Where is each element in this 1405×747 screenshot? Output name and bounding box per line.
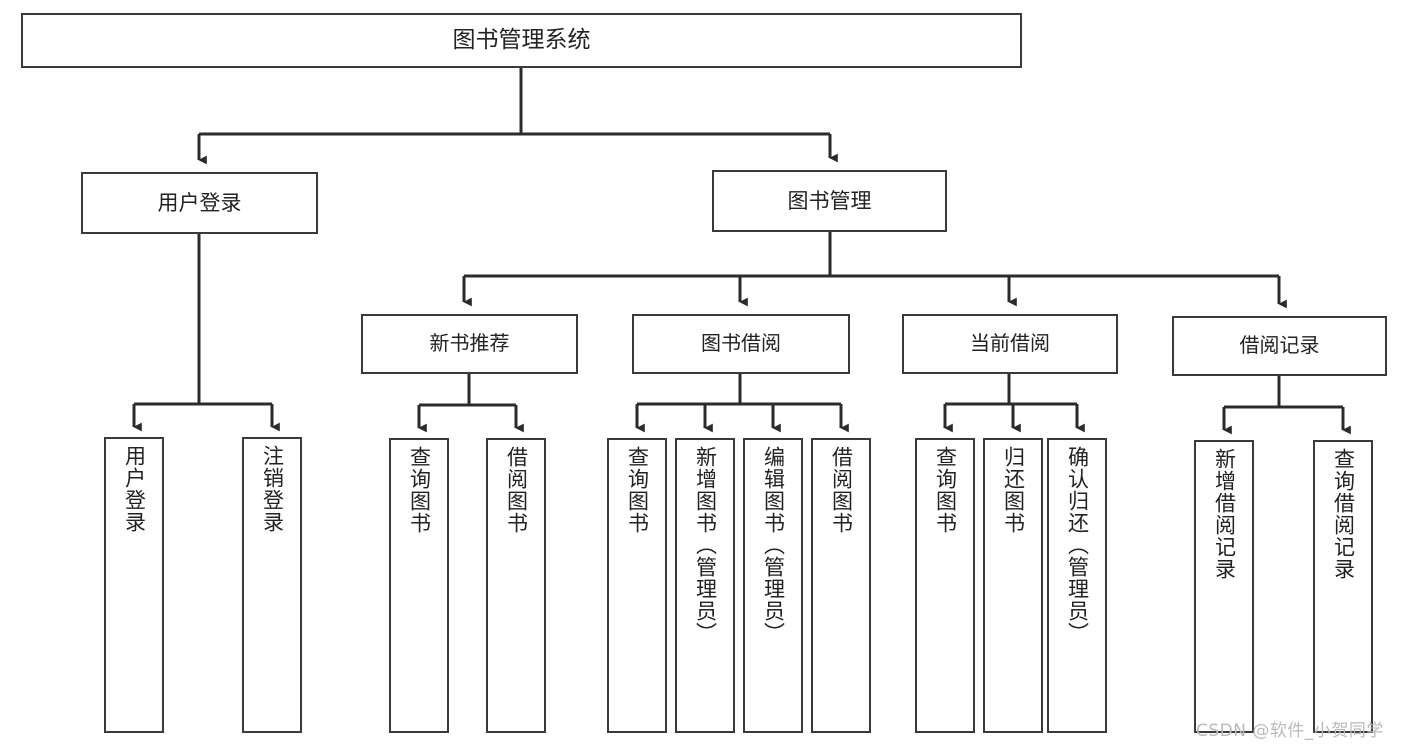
node-label: 借阅记录 xyxy=(1239,333,1320,358)
node-leaf-user-login[interactable]: 用户登录 xyxy=(104,437,164,733)
node-leaf-add-book[interactable]: 新增图书（管理员） xyxy=(675,438,735,733)
node-label: 归还图书 xyxy=(1001,446,1026,534)
node-label: 图书借阅 xyxy=(701,331,781,356)
node-borrow-record[interactable]: 借阅记录 xyxy=(1172,316,1387,376)
node-leaf-return-book[interactable]: 归还图书 xyxy=(983,438,1043,733)
node-label: 新书推荐 xyxy=(429,331,510,356)
node-leaf-query-record[interactable]: 查询借阅记录 xyxy=(1313,440,1373,733)
node-new-book-recommend[interactable]: 新书推荐 xyxy=(361,314,578,374)
node-leaf-confirm-return[interactable]: 确认归还（管理员） xyxy=(1047,438,1107,733)
node-label: 编辑图书（管理员） xyxy=(761,446,786,644)
node-leaf-borrow-book-2[interactable]: 借阅图书 xyxy=(811,438,871,733)
node-label: 借阅图书 xyxy=(504,446,529,534)
csdn-watermark: CSDN @软件_小贺同学 xyxy=(1196,721,1384,741)
node-leaf-query-book-2[interactable]: 查询图书 xyxy=(607,438,667,733)
node-label: 借阅图书 xyxy=(829,446,854,534)
node-label: 查询图书 xyxy=(407,446,432,534)
node-label: 用户登录 xyxy=(122,445,147,533)
node-root-system[interactable]: 图书管理系统 xyxy=(21,13,1022,68)
node-book-borrow[interactable]: 图书借阅 xyxy=(632,314,850,374)
node-leaf-add-record[interactable]: 新增借阅记录 xyxy=(1194,440,1254,733)
node-leaf-borrow-book-1[interactable]: 借阅图书 xyxy=(486,438,546,733)
node-label: 查询图书 xyxy=(625,446,650,534)
node-current-borrow[interactable]: 当前借阅 xyxy=(902,314,1118,374)
node-label: 确认归还（管理员） xyxy=(1065,446,1090,644)
node-label: 新增借阅记录 xyxy=(1212,448,1237,580)
node-label: 用户登录 xyxy=(157,190,242,215)
node-leaf-query-book-1[interactable]: 查询图书 xyxy=(389,438,449,733)
node-leaf-logout[interactable]: 注销登录 xyxy=(242,437,302,733)
node-book-management[interactable]: 图书管理 xyxy=(712,170,947,232)
node-label: 查询借阅记录 xyxy=(1331,448,1356,580)
node-label: 图书管理 xyxy=(787,188,872,213)
node-label: 新增图书（管理员） xyxy=(693,446,718,644)
node-label: 图书管理系统 xyxy=(452,26,591,53)
node-label: 当前借阅 xyxy=(970,331,1050,356)
node-user-login[interactable]: 用户登录 xyxy=(81,172,318,234)
node-label: 注销登录 xyxy=(260,445,285,533)
node-leaf-query-book-3[interactable]: 查询图书 xyxy=(915,438,975,733)
node-label: 查询图书 xyxy=(933,446,958,534)
node-leaf-edit-book[interactable]: 编辑图书（管理员） xyxy=(743,438,803,733)
